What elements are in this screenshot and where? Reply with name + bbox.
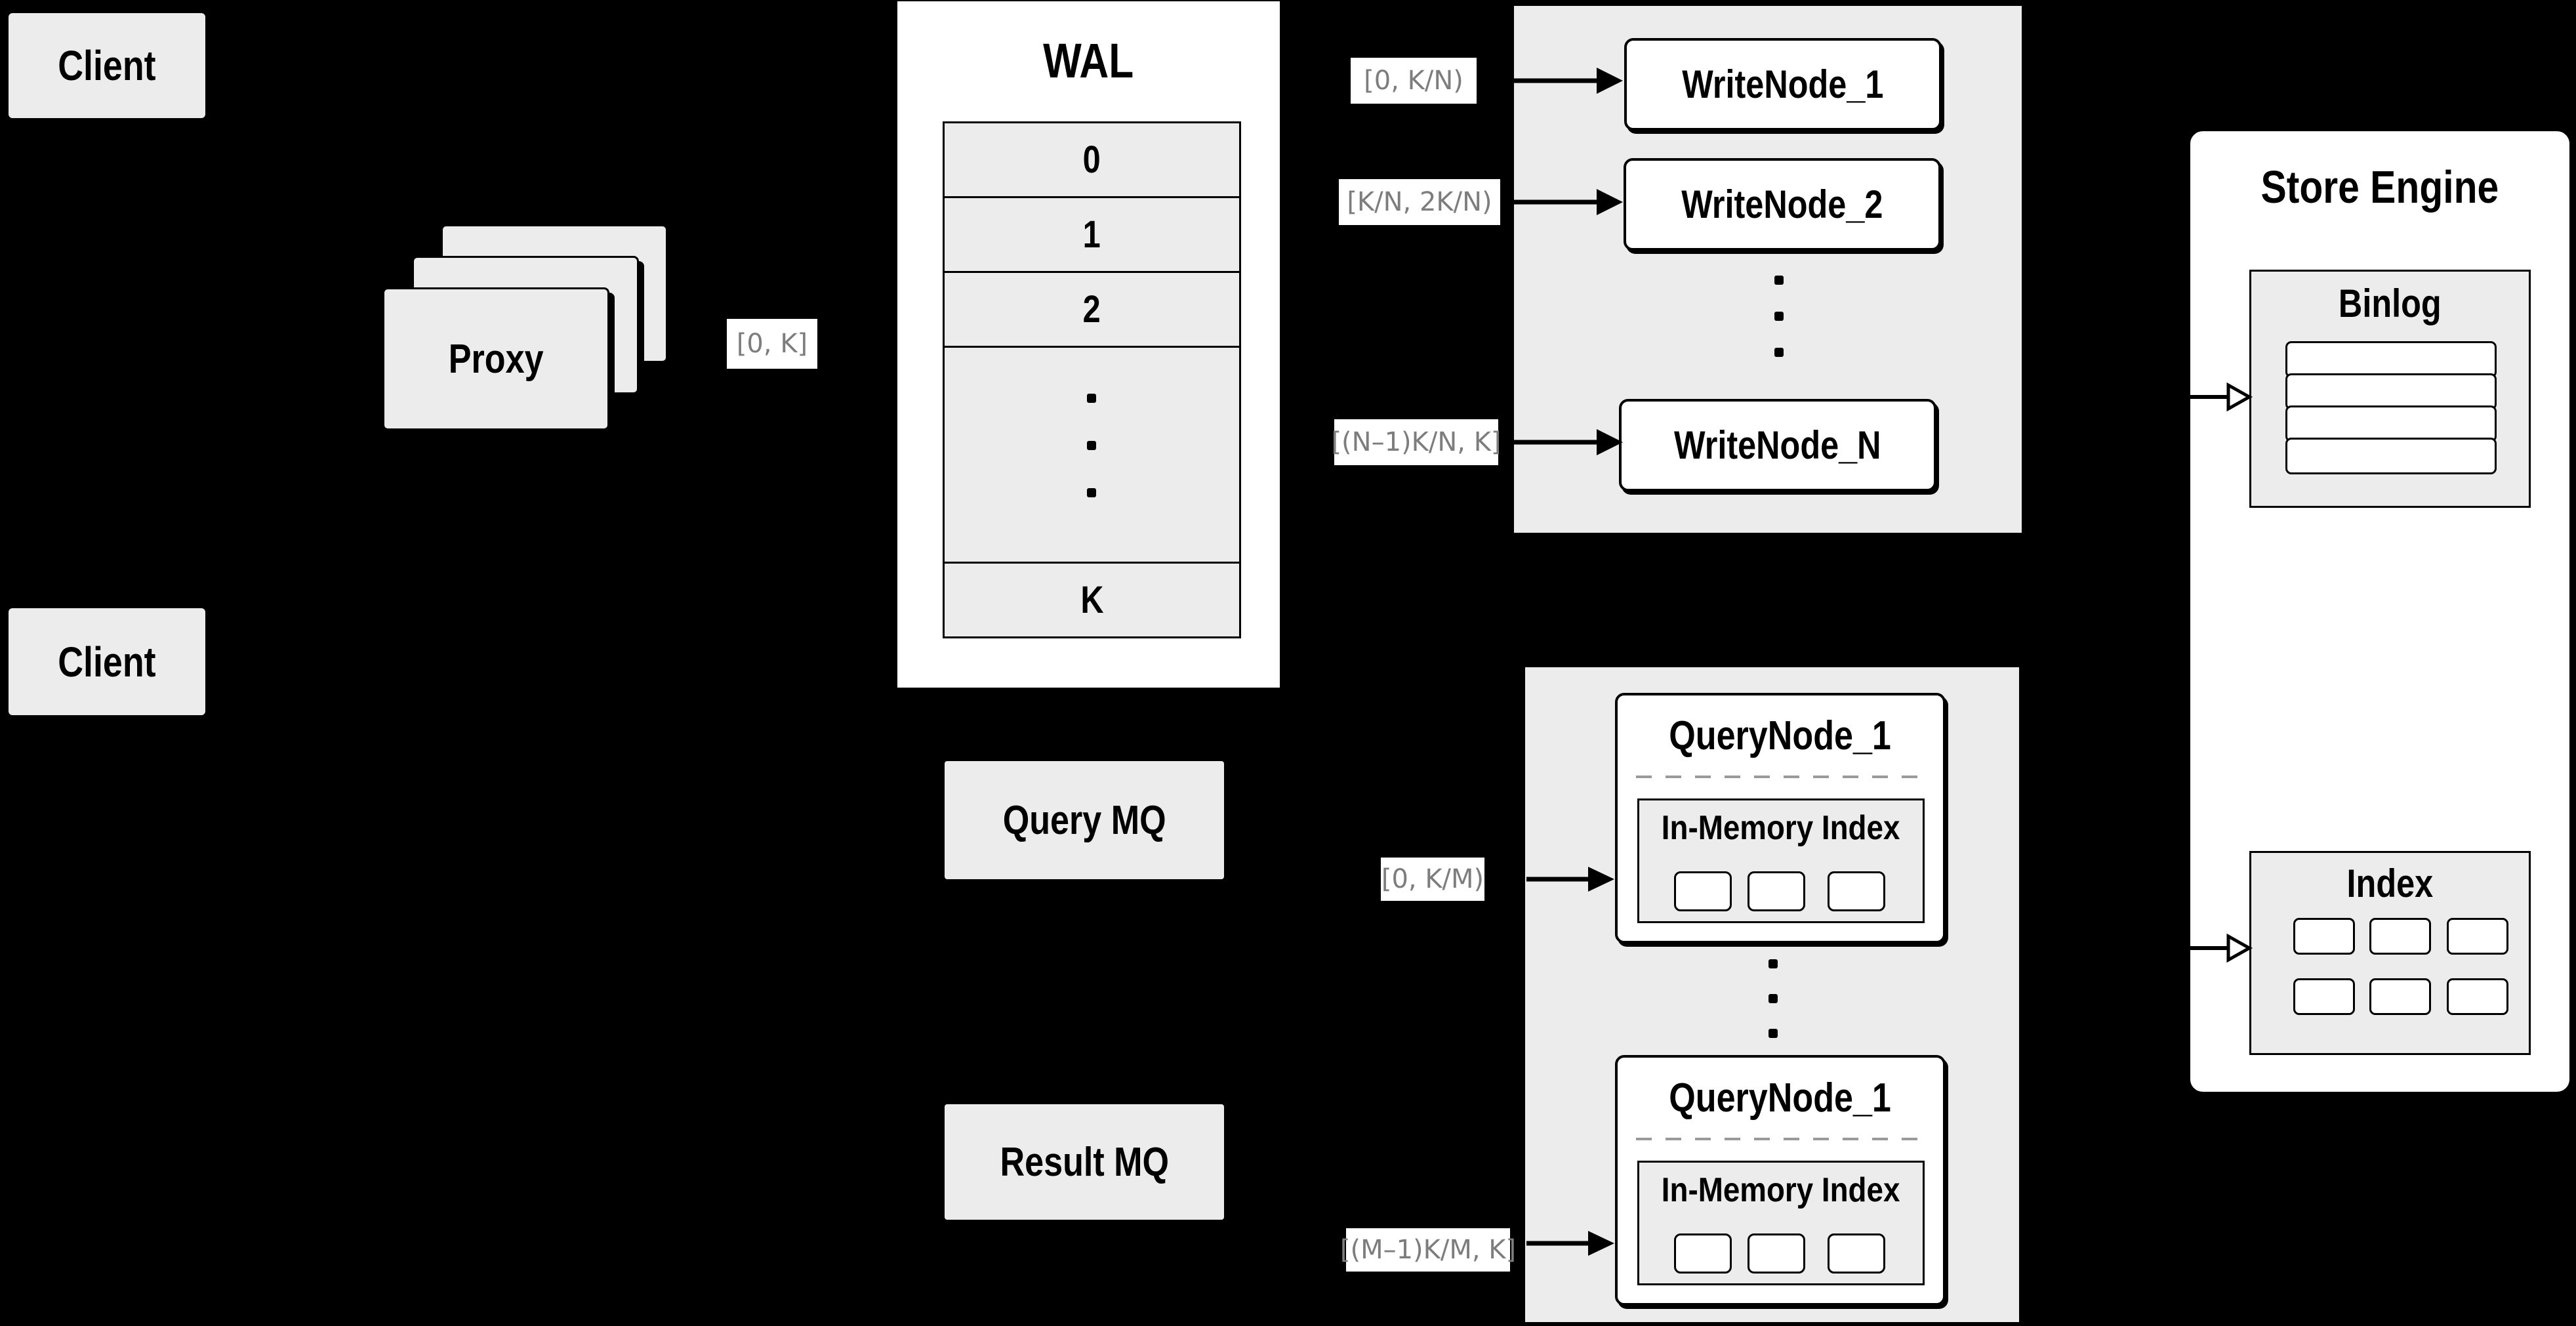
- arrow-to-binlog: [2190, 382, 2253, 412]
- segment-box: [1674, 1233, 1732, 1274]
- query-range-label-1: [0, K/M): [1381, 858, 1484, 901]
- in-memory-index-panel-top: In-Memory Index: [1637, 798, 1925, 923]
- write-range-1-text: [0, K/N): [1364, 66, 1463, 96]
- segment-box: [1748, 871, 1805, 911]
- write-node-n-label: WriteNode_N: [1674, 423, 1881, 467]
- wal-slot-k: K: [943, 562, 1241, 638]
- write-node-1: WriteNode_1: [1624, 38, 1942, 131]
- write-ellipsis-dot: [1774, 276, 1784, 285]
- arrow-to-query-node-top: [1526, 867, 1614, 892]
- query-node-bottom-divider: [1636, 1138, 1925, 1140]
- write-ellipsis-dot: [1774, 312, 1784, 321]
- write-range-label-3: [(N–1)K/N, K]: [1331, 419, 1502, 465]
- query-ellipsis-dot: [1768, 959, 1778, 968]
- query-mq-label: Query MQ: [1002, 797, 1166, 843]
- query-ellipsis-dot: [1768, 1029, 1778, 1038]
- binlog-row: [2285, 341, 2497, 378]
- wal-slot-1: 1: [943, 196, 1241, 273]
- wal-ellipsis-dot: [1087, 394, 1096, 403]
- wal-slot-ellipsis: [943, 346, 1241, 564]
- query-mq-box: Query MQ: [945, 761, 1224, 879]
- segment-box: [1674, 871, 1732, 911]
- arrow-to-write-node-1: [1514, 68, 1623, 94]
- binlog-row: [2285, 438, 2497, 474]
- query-node-bottom-title: QueryNode_1: [1669, 1075, 1892, 1121]
- wal-ellipsis-dot: [1087, 488, 1096, 497]
- store-engine-title: Store Engine: [2260, 161, 2499, 213]
- result-mq-box: Result MQ: [945, 1104, 1224, 1220]
- result-mq-label: Result MQ: [1000, 1139, 1169, 1185]
- segment-box: [1748, 1233, 1805, 1274]
- proxy-label: Proxy: [448, 336, 544, 382]
- write-node-n: WriteNode_N: [1619, 399, 1936, 491]
- index-title: Index: [2346, 861, 2434, 905]
- query-range-1-text: [0, K/M): [1381, 864, 1484, 894]
- index-cell: [2369, 918, 2431, 955]
- proxy-range-label: [0, K]: [727, 319, 817, 369]
- wal-slot-2: 2: [943, 271, 1241, 348]
- binlog-title: Binlog: [2339, 281, 2442, 325]
- index-cell: [2369, 978, 2431, 1015]
- arrow-to-write-node-2: [1514, 189, 1623, 215]
- binlog-row: [2285, 405, 2497, 442]
- wal-title: WAL: [1043, 33, 1134, 88]
- proxy-range-text: [0, K]: [736, 329, 808, 359]
- write-range-label-2: [K/N, 2K/N): [1339, 179, 1500, 225]
- in-memory-index-panel-bottom: In-Memory Index: [1637, 1161, 1925, 1285]
- client-bottom-label: Client: [58, 638, 156, 686]
- wal-slot-0: 0: [943, 121, 1241, 198]
- write-range-3-text: [(N–1)K/N, K]: [1331, 427, 1502, 457]
- arrow-to-write-node-n: [1514, 429, 1623, 455]
- index-cell: [2447, 918, 2508, 955]
- write-node-2-label: WriteNode_2: [1681, 182, 1883, 226]
- query-node-top-title: QueryNode_1: [1669, 713, 1892, 758]
- index-cell: [2293, 978, 2355, 1015]
- client-box-bottom: Client: [9, 608, 205, 715]
- query-range-2-text: [(M–1)K/M, K]: [1339, 1235, 1517, 1265]
- write-node-2: WriteNode_2: [1624, 158, 1941, 251]
- in-memory-index-bottom-title: In-Memory Index: [1662, 1171, 1900, 1209]
- segment-box: [1828, 871, 1885, 911]
- arrow-to-index: [2190, 933, 2253, 963]
- query-node-bottom: QueryNode_1 In-Memory Index: [1615, 1055, 1946, 1306]
- wal-segment-table: 0 1 2 K: [943, 121, 1241, 638]
- query-range-label-2: [(M–1)K/M, K]: [1340, 1228, 1516, 1272]
- query-node-top-divider: [1636, 776, 1925, 778]
- index-cell: [2293, 918, 2355, 955]
- wal-box: WAL 0 1 2 K: [897, 1, 1280, 688]
- write-ellipsis-dot: [1774, 348, 1784, 357]
- index-cell: [2447, 978, 2508, 1015]
- client-box-top: Client: [9, 13, 205, 118]
- wal-ellipsis-dot: [1087, 441, 1096, 450]
- binlog-panel: Binlog: [2249, 270, 2531, 508]
- index-panel: Index: [2249, 851, 2531, 1055]
- write-node-1-label: WriteNode_1: [1682, 62, 1884, 106]
- in-memory-index-top-title: In-Memory Index: [1662, 809, 1900, 847]
- query-ellipsis-dot: [1768, 994, 1778, 1003]
- query-node-top: QueryNode_1 In-Memory Index: [1615, 693, 1946, 943]
- arrow-to-query-node-bottom: [1526, 1231, 1614, 1256]
- binlog-row: [2285, 373, 2497, 410]
- write-range-2-text: [K/N, 2K/N): [1347, 187, 1492, 217]
- write-range-label-1: [0, K/N): [1351, 58, 1477, 104]
- segment-box: [1828, 1233, 1885, 1274]
- client-top-label: Client: [58, 42, 156, 89]
- proxy-card-front: Proxy: [382, 287, 609, 430]
